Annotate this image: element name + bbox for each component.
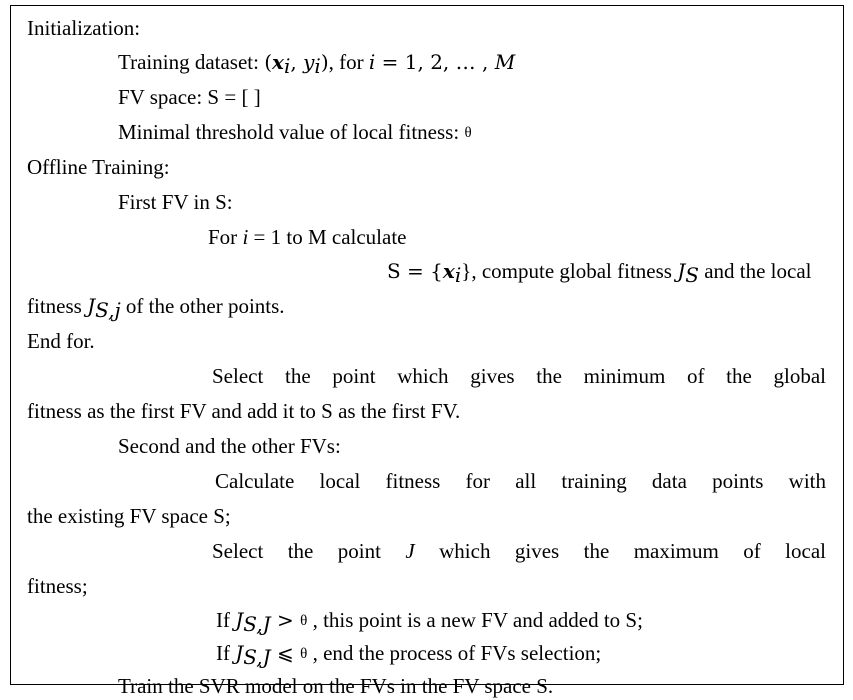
offline-training-heading: Offline Training: bbox=[27, 155, 170, 179]
for-loop-line: For i = 1 to M calculate bbox=[208, 225, 407, 249]
end-for-line: End for. bbox=[27, 329, 95, 353]
fitness-line: fitness JS,j of the other points. bbox=[27, 294, 285, 322]
second-fv-heading: Second and the other FVs: bbox=[118, 434, 341, 458]
fv-space-line: FV space: S = [ ] bbox=[118, 85, 261, 109]
initialization-heading: Initialization: bbox=[27, 16, 141, 40]
if-leq-line: If JS,J ⩽ θ , end the process of FVs sel… bbox=[216, 641, 602, 669]
select-max-line-1: Select the point J which gives the maxim… bbox=[212, 539, 826, 563]
s-assign-line: S = {xi}, compute global fitness JS and … bbox=[387, 259, 812, 287]
select-min-line-1: Select the point which gives the minimum… bbox=[212, 364, 826, 388]
first-fv-heading: First FV in S: bbox=[118, 190, 233, 214]
min-threshold-line: Minimal threshold value of local fitness… bbox=[118, 120, 472, 144]
train-svr-line: Train the SVR model on the FVs in the FV… bbox=[118, 674, 554, 698]
if-greater-line: If JS,J > θ , this point is a new FV and… bbox=[216, 608, 643, 636]
select-max-line-2: fitness; bbox=[27, 574, 88, 598]
calc-local-line-1: Calculate local fitness for all training… bbox=[215, 469, 826, 493]
calc-local-line-2: the existing FV space S; bbox=[27, 504, 231, 528]
select-min-line-2: fitness as the first FV and add it to S … bbox=[27, 399, 461, 423]
training-dataset-line: Training dataset: (xi, yi), for i = 1, 2… bbox=[118, 50, 516, 78]
